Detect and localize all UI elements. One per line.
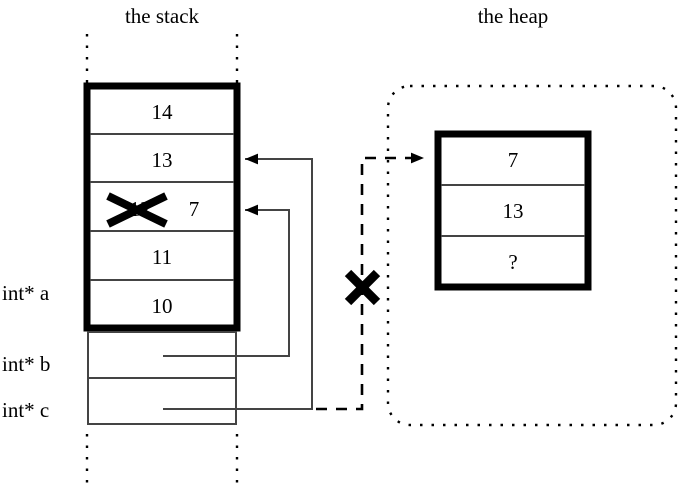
stack-value-11: 11 xyxy=(151,245,173,269)
stack-value-13: 13 xyxy=(151,148,173,172)
pointer-cell-c xyxy=(87,377,237,425)
stack-value-12-new: 7 xyxy=(188,197,200,221)
stack-frame-box xyxy=(83,82,241,332)
heap-value-13: 13 xyxy=(502,199,524,223)
pointer-label-c: int* c xyxy=(2,398,50,422)
pointer-line-b xyxy=(163,204,290,357)
stack-title: the stack xyxy=(124,4,200,28)
pointer-line-c-dangling xyxy=(316,152,424,411)
heap-value-7: 7 xyxy=(507,148,519,172)
heap-title: the heap xyxy=(477,4,549,28)
heap-region-boundary xyxy=(386,84,678,427)
pointer-label-a: int* a xyxy=(2,281,50,305)
pointer-line-a xyxy=(163,153,313,410)
stack-value-14: 14 xyxy=(151,100,173,124)
pointer-label-b: int* b xyxy=(2,352,51,376)
heap-block-box xyxy=(434,130,592,291)
heap-value-unknown: ? xyxy=(508,250,518,274)
stack-value-10: 10 xyxy=(151,294,173,318)
